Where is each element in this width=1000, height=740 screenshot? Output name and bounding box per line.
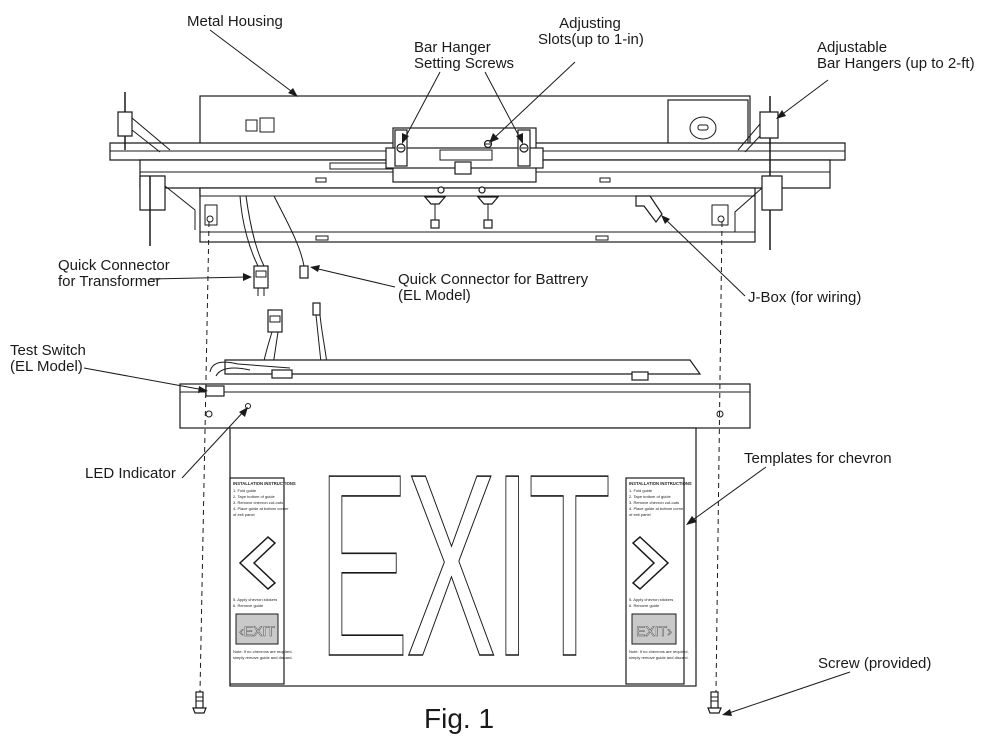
svg-text:6. Remove guide: 6. Remove guide — [629, 603, 660, 608]
svg-text:1. Fold guide: 1. Fold guide — [629, 488, 653, 493]
label-test-switch-1: Test Switch — [10, 342, 86, 359]
label-led-indicator: LED Indicator — [85, 465, 176, 482]
screw-alignment — [192, 221, 723, 714]
label-metal-housing: Metal Housing — [187, 13, 283, 30]
svg-text:simply remove guide and discar: simply remove guide and discard. — [629, 655, 689, 660]
led-indicator-dot — [245, 403, 251, 409]
svg-text:1. Fold guide: 1. Fold guide — [233, 488, 257, 493]
label-test-switch-2: (EL Model) — [10, 358, 83, 375]
label-bar-hanger-screws-2: Setting Screws — [414, 55, 514, 72]
label-bar-hanger-screws-1: Bar Hanger — [414, 39, 491, 56]
label-adjusting-slots-1: Adjusting — [559, 15, 621, 32]
housing-wires — [239, 195, 309, 296]
svg-text:4. Place guide at bottom corne: 4. Place guide at bottom corner — [629, 506, 685, 511]
exit-panel: EXIT — [229, 420, 697, 712]
right-bar-hanger — [734, 96, 783, 250]
test-switch-body — [205, 385, 225, 397]
label-qc-battery-1: Quick Connector for Battrery — [398, 271, 589, 288]
svg-text:2. Tape bottom of guide: 2. Tape bottom of guide — [629, 494, 672, 499]
svg-text:5. Apply chevron stickers: 5. Apply chevron stickers — [233, 597, 277, 602]
exit-sign-canopy — [179, 359, 751, 429]
label-adjusting-slots-2: Slots(up to 1-in) — [538, 31, 644, 48]
label-qc-transformer-1: Quick Connector — [58, 257, 170, 274]
callout-leaders — [83, 29, 851, 716]
svg-text:2. Tape bottom of guide: 2. Tape bottom of guide — [233, 494, 276, 499]
svg-text:6. Remove guide: 6. Remove guide — [233, 603, 264, 608]
svg-text:Note: If no chevrons are requi: Note: If no chevrons are required, — [233, 649, 293, 654]
label-bar-hangers-2: Bar Hangers (up to 2-ft) — [817, 55, 975, 72]
label-qc-battery-2: (EL Model) — [398, 287, 471, 304]
label-qc-transformer-2: for Transformer — [58, 273, 161, 290]
chevron-template-left: INSTALLATION INSTRUCTIONS 1. Fold guide … — [229, 477, 296, 685]
label-bar-hangers-1: Adjustable — [817, 39, 887, 56]
svg-text:3. Remove chevron cut-outs: 3. Remove chevron cut-outs — [233, 500, 283, 505]
screw-right-icon — [707, 691, 722, 714]
svg-text:3. Remove chevron cut-outs: 3. Remove chevron cut-outs — [629, 500, 679, 505]
left-bar-hanger — [117, 92, 196, 246]
chevron-template-right: INSTALLATION INSTRUCTIONS 1. Fold guide … — [625, 477, 692, 685]
label-screw: Screw (provided) — [818, 655, 931, 672]
label-jbox: J-Box (for wiring) — [748, 289, 861, 306]
svg-text:INSTALLATION INSTRUCTIONS: INSTALLATION INSTRUCTIONS — [629, 481, 692, 486]
metal-housing — [109, 95, 846, 243]
battery-connector-top — [299, 265, 309, 279]
svg-text:of exit panel: of exit panel — [629, 512, 651, 517]
chevron-right-icon — [631, 535, 670, 591]
svg-text:simply remove guide and discar: simply remove guide and discard. — [233, 655, 293, 660]
svg-text:INSTALLATION INSTRUCTIONS: INSTALLATION INSTRUCTIONS — [233, 481, 296, 486]
callout-labels: Metal Housing Bar Hanger Setting Screws … — [10, 13, 975, 734]
exit-letters: EXIT — [318, 421, 609, 711]
svg-text:EXIT›: EXIT› — [636, 623, 672, 639]
jbox-hook — [635, 195, 663, 223]
svg-text:4. Place guide at bottom corne: 4. Place guide at bottom corner — [233, 506, 289, 511]
sign-wires — [261, 302, 329, 373]
svg-text:Note: If no chevrons are requi: Note: If no chevrons are required, — [629, 649, 689, 654]
svg-text:of exit panel: of exit panel — [233, 512, 255, 517]
screw-left-icon — [192, 691, 207, 714]
svg-text:‹EXIT: ‹EXIT — [239, 623, 275, 639]
figure-caption: Fig. 1 — [424, 703, 494, 734]
label-templates-chevron: Templates for chevron — [744, 450, 892, 467]
svg-text:5. Apply chevron stickers: 5. Apply chevron stickers — [629, 597, 673, 602]
chevron-left-icon — [238, 535, 277, 591]
